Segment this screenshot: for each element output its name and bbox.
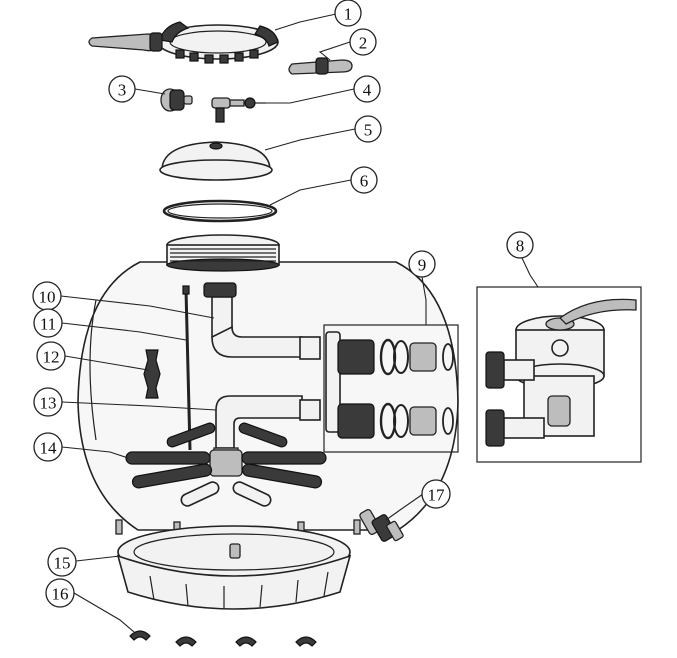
callout-2-label: 2 [359, 34, 368, 53]
callout-9: 9 [408, 250, 436, 278]
locking-handle-part [288, 57, 353, 75]
upper-internal-pipe-part [203, 282, 321, 360]
callout-2: 2 [349, 28, 377, 56]
callout-6-label: 6 [360, 172, 369, 191]
callout-10: 10 [32, 281, 62, 311]
air-relief-valve-part [211, 97, 266, 123]
callout-12: 12 [36, 341, 66, 371]
callout-4: 4 [353, 75, 381, 103]
callout-3-label: 3 [118, 81, 127, 100]
leader-lines [60, 13, 539, 633]
gauge-adapter-part [160, 88, 193, 112]
callout-10-label: 10 [39, 288, 56, 307]
air-bleed-tube-part [182, 285, 192, 451]
locking-ring-part [88, 21, 279, 64]
callout-17-label: 17 [428, 486, 446, 505]
callout-11: 11 [33, 308, 63, 338]
callout-5-label: 5 [364, 121, 373, 140]
callout-15-label: 15 [54, 554, 71, 573]
callout-13: 13 [33, 387, 63, 417]
callout-8-label: 8 [516, 237, 525, 256]
tank-lid-part [159, 141, 273, 181]
callout-8: 8 [506, 231, 534, 259]
callout-14: 14 [33, 432, 63, 462]
lateral-assembly-part [125, 422, 327, 507]
multiport-valve-part [476, 286, 642, 463]
base-stand-part [116, 525, 352, 610]
callout-5: 5 [354, 115, 382, 143]
callout-14-label: 14 [40, 439, 58, 458]
callout-17: 17 [421, 479, 451, 509]
callout-1-label: 1 [344, 5, 353, 24]
base-clamps-part [129, 630, 317, 647]
bulkhead-fittings-part [323, 324, 459, 453]
callout-4-label: 4 [363, 81, 372, 100]
callout-16-label: 16 [52, 585, 69, 604]
callout-16: 16 [45, 578, 75, 608]
callout-13-label: 13 [40, 394, 57, 413]
callout-12-label: 12 [43, 348, 60, 367]
callout-3: 3 [108, 75, 136, 103]
callout-15: 15 [47, 547, 77, 577]
callout-11-label: 11 [40, 315, 56, 334]
lid-o-ring-part [162, 199, 278, 223]
callout-1: 1 [334, 0, 362, 27]
callout-6: 6 [350, 166, 378, 194]
filter-tank-body [77, 234, 459, 537]
callout-9-label: 9 [418, 256, 427, 275]
drain-plug-part [359, 509, 404, 542]
